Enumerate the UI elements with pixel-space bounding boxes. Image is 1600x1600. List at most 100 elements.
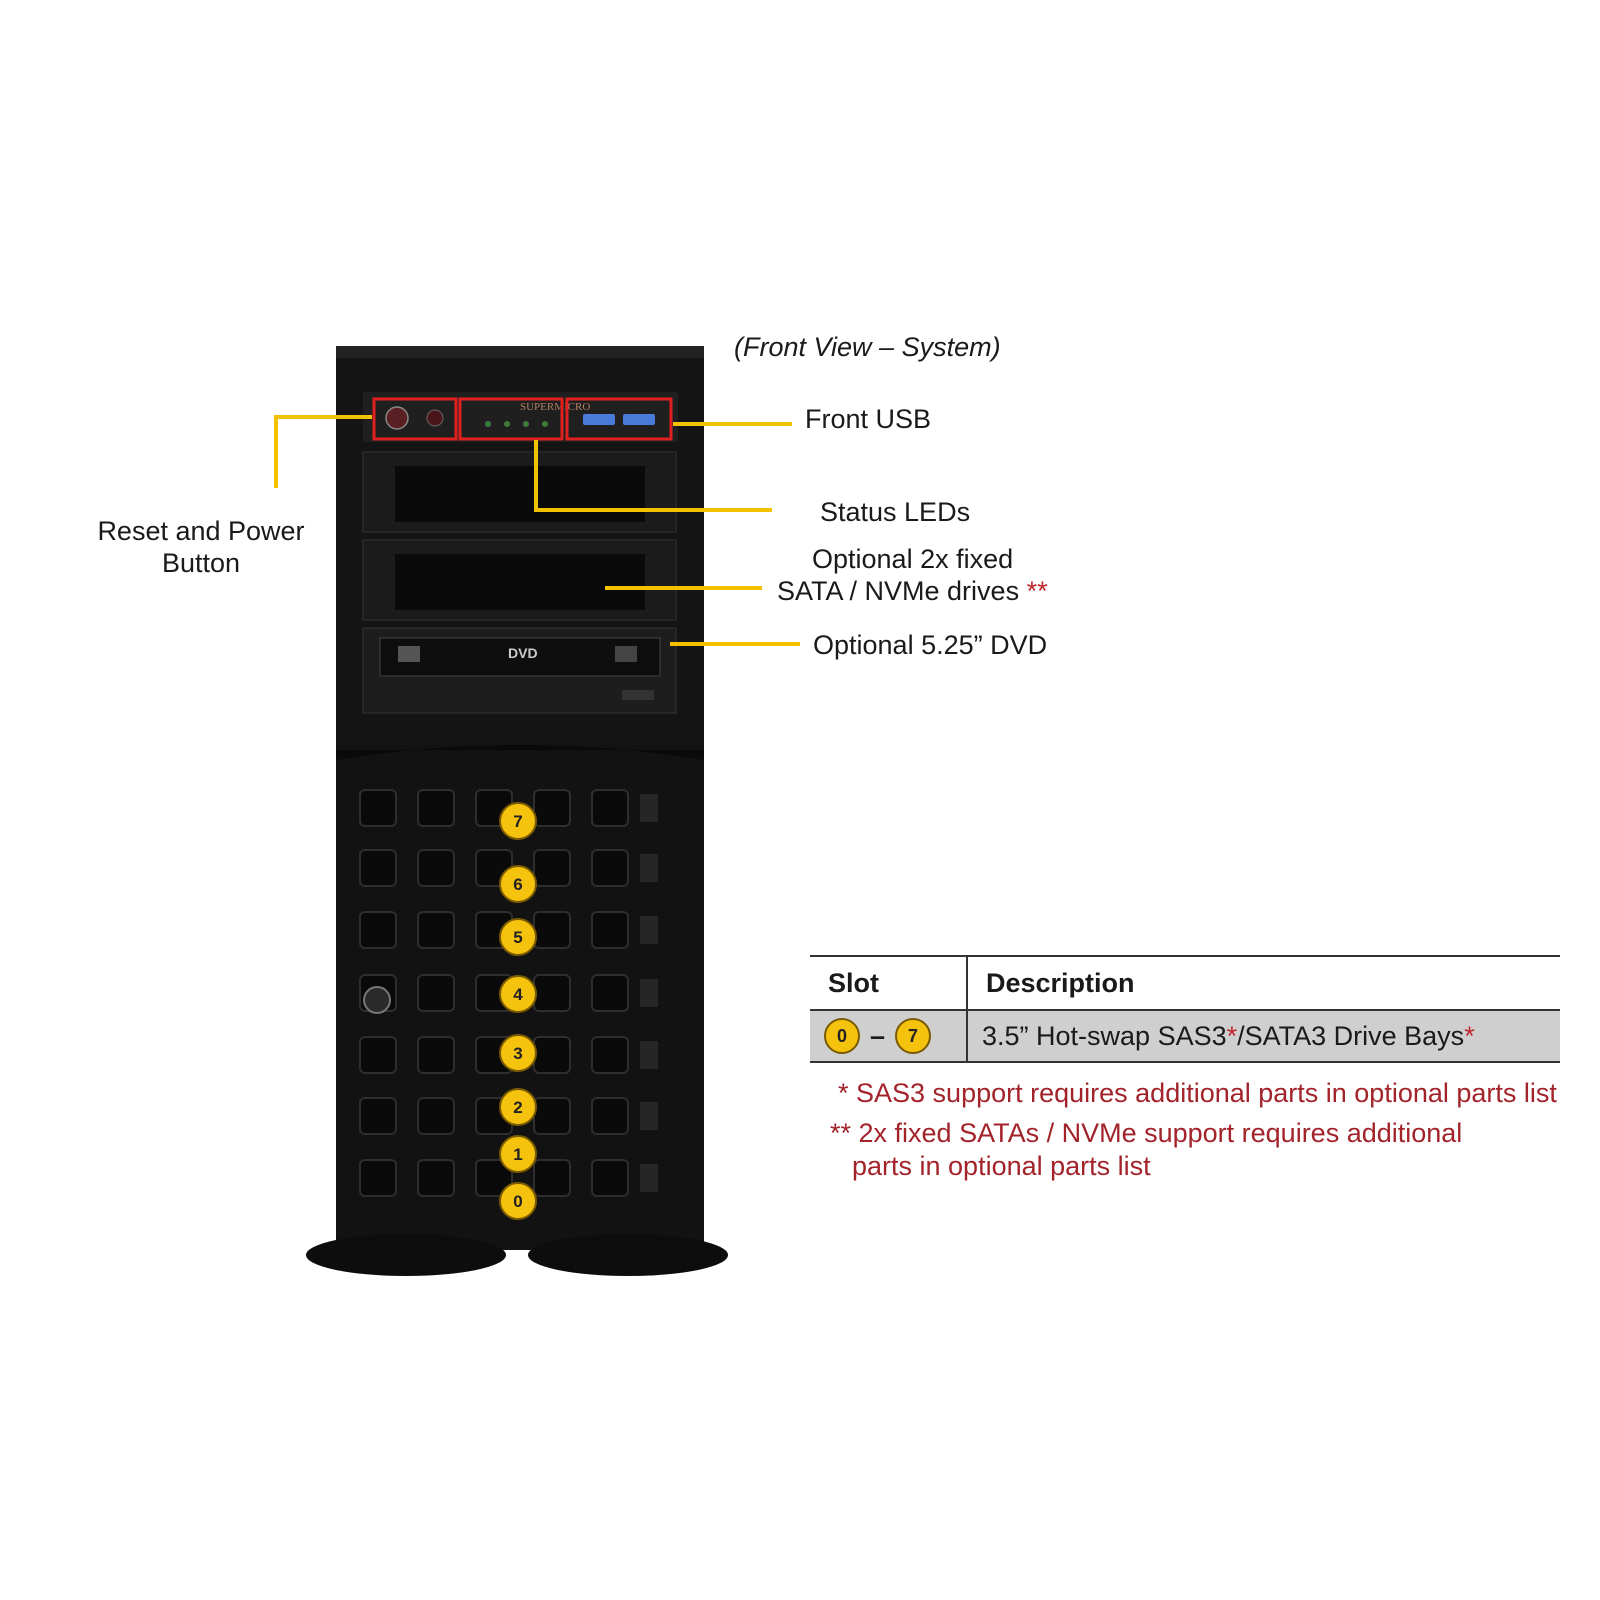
drive-bay-vent — [359, 911, 397, 949]
drive-bay-badge-circle — [499, 1182, 537, 1220]
table-header-slot: Slot — [810, 956, 968, 1010]
drive-bay-vent — [417, 849, 455, 887]
highlight-power-reset — [372, 397, 458, 441]
drive-led-indicator — [640, 1102, 658, 1130]
drive-bay-number-badge: 0 — [499, 1182, 537, 1220]
drive-bay-number-badge: 3 — [499, 1034, 537, 1072]
drive-bay-number: 2 — [513, 1098, 522, 1117]
table-cell-description: 3.5” Hot-swap SAS3*/SATA3 Drive Bays* — [967, 1010, 1560, 1062]
callout-line-reset-power — [274, 415, 372, 488]
note-fixed-drives-line2: parts in optional parts list — [852, 1151, 1151, 1181]
label-fixed-drives-line1: Optional 2x fixed — [812, 544, 1014, 574]
drive-bay-number-badge: 2 — [499, 1088, 537, 1126]
drive-bay-badge-circle — [499, 975, 537, 1013]
vent-bay-1 — [362, 451, 677, 533]
highlight-status-leds — [458, 397, 564, 441]
table-cell-slot: 0 – 7 — [810, 1010, 968, 1062]
drive-bay-number-badge: 1 — [499, 1135, 537, 1173]
usb-port-icon — [623, 414, 655, 425]
drive-bay-number-badge: 6 — [499, 865, 537, 903]
drive-bay-vent — [591, 849, 629, 887]
drive-bay-badge-circle — [499, 1088, 537, 1126]
slot-badge-to: 7 — [895, 1018, 932, 1054]
label-reset-power-line2: Button — [161, 548, 241, 578]
label-dvd: Optional 5.25” DVD — [813, 630, 1048, 660]
note-fixed-drives-line1: ** 2x fixed SATAs / NVMe support require… — [830, 1118, 1463, 1148]
vent-bay-2 — [362, 539, 677, 621]
brand-logo: SUPERMICRO — [520, 401, 590, 413]
drive-bay-vent — [359, 1097, 397, 1135]
desc-part-a: 3.5” Hot-swap SAS3 — [982, 1020, 1227, 1051]
drive-bay-vent — [417, 1097, 455, 1135]
drive-bay-badge-circle — [499, 918, 537, 956]
drive-bay-number-badge: 7 — [499, 802, 537, 840]
drive-led-indicator — [640, 916, 658, 944]
desc-part-b: /SATA3 Drive Bays — [1237, 1020, 1465, 1051]
drive-led-indicator — [640, 1164, 658, 1192]
slot-range-dash: – — [870, 1020, 886, 1051]
desc-mark-2: * — [1464, 1020, 1475, 1051]
drive-bay-badge-circle — [499, 802, 537, 840]
note-sas3: * SAS3 support requires additional parts… — [838, 1078, 1557, 1108]
drive-bay-vent — [359, 849, 397, 887]
drive-bay-vent — [417, 974, 455, 1012]
label-front-usb: Front USB — [805, 404, 932, 434]
drive-bay-vent — [417, 1036, 455, 1074]
label-fixed-drives-line2: SATA / NVMe drives ** — [777, 576, 1048, 607]
drive-bay-vent — [591, 789, 629, 827]
drive-bay-vent — [359, 789, 397, 827]
label-status-leds: Status LEDs — [820, 497, 971, 527]
label-fixed-drives-text: SATA / NVMe drives — [777, 576, 1020, 606]
drive-bay-number: 5 — [513, 928, 522, 947]
desc-mark-1: * — [1226, 1020, 1238, 1051]
drive-bay-vent — [533, 1159, 571, 1197]
drive-bay-vent — [417, 789, 455, 827]
callout-line-status-leds — [534, 440, 772, 512]
label-reset-power: Reset and Power Button — [96, 515, 306, 579]
drive-bay-number: 1 — [513, 1145, 522, 1164]
drive-bay-vent — [417, 1159, 455, 1197]
drive-bay-number: 7 — [513, 812, 522, 831]
drive-bay-vent — [591, 1036, 629, 1074]
drive-bay-vent — [417, 911, 455, 949]
drive-bay-number: 4 — [513, 985, 523, 1004]
drive-bay-number: 6 — [513, 875, 522, 894]
label-reset-power-line1: Reset and Power — [97, 516, 305, 546]
drive-bay-vent — [359, 1036, 397, 1074]
highlight-front-usb — [565, 397, 673, 441]
label-fixed-drives-mark: ** — [1026, 576, 1048, 606]
drive-led-indicator — [640, 794, 658, 822]
drive-bay-number-badge: 4 — [499, 975, 537, 1013]
slot-table: Slot Description 0 – 7 3.5” Hot-swap SAS… — [810, 955, 1560, 1063]
drive-bay-number-badge: 5 — [499, 918, 537, 956]
table-header-description: Description — [986, 967, 1135, 998]
drive-bay-vent — [591, 1097, 629, 1135]
drive-bay-vent — [591, 974, 629, 1012]
drive-bay-badge-circle — [499, 1034, 537, 1072]
drive-bay-vent — [533, 789, 571, 827]
drive-bay-vent — [591, 911, 629, 949]
drive-bay-vent — [533, 1097, 571, 1135]
drive-bay-vent — [533, 1036, 571, 1074]
drive-bay-number: 0 — [513, 1192, 522, 1211]
drive-led-indicator — [640, 854, 658, 882]
foot-right — [528, 1234, 728, 1276]
table-row: 0 – 7 3.5” Hot-swap SAS3*/SATA3 Drive Ba… — [810, 1010, 1560, 1062]
drive-bay-number: 3 — [513, 1044, 522, 1063]
drive-bay-badge-circle — [499, 865, 537, 903]
drive-bay-vent — [533, 849, 571, 887]
reset-button-icon — [426, 409, 444, 427]
drive-bay-badge-circle — [499, 1135, 537, 1173]
slot-badge-from: 0 — [824, 1018, 860, 1054]
drive-bay-vent — [591, 1159, 629, 1197]
power-button-icon — [385, 406, 409, 430]
dvd-logo: DVD — [508, 645, 538, 661]
drive-number-badges: 7 6 5 4 3 2 1 0 — [499, 802, 537, 1220]
drive-bay-vent — [475, 1159, 513, 1197]
foot-left — [306, 1234, 506, 1276]
usb-port-icon — [583, 414, 615, 425]
dvd-bay: DVD — [362, 627, 677, 714]
drive-bay-vent — [533, 974, 571, 1012]
key-lock-icon — [363, 986, 391, 1014]
